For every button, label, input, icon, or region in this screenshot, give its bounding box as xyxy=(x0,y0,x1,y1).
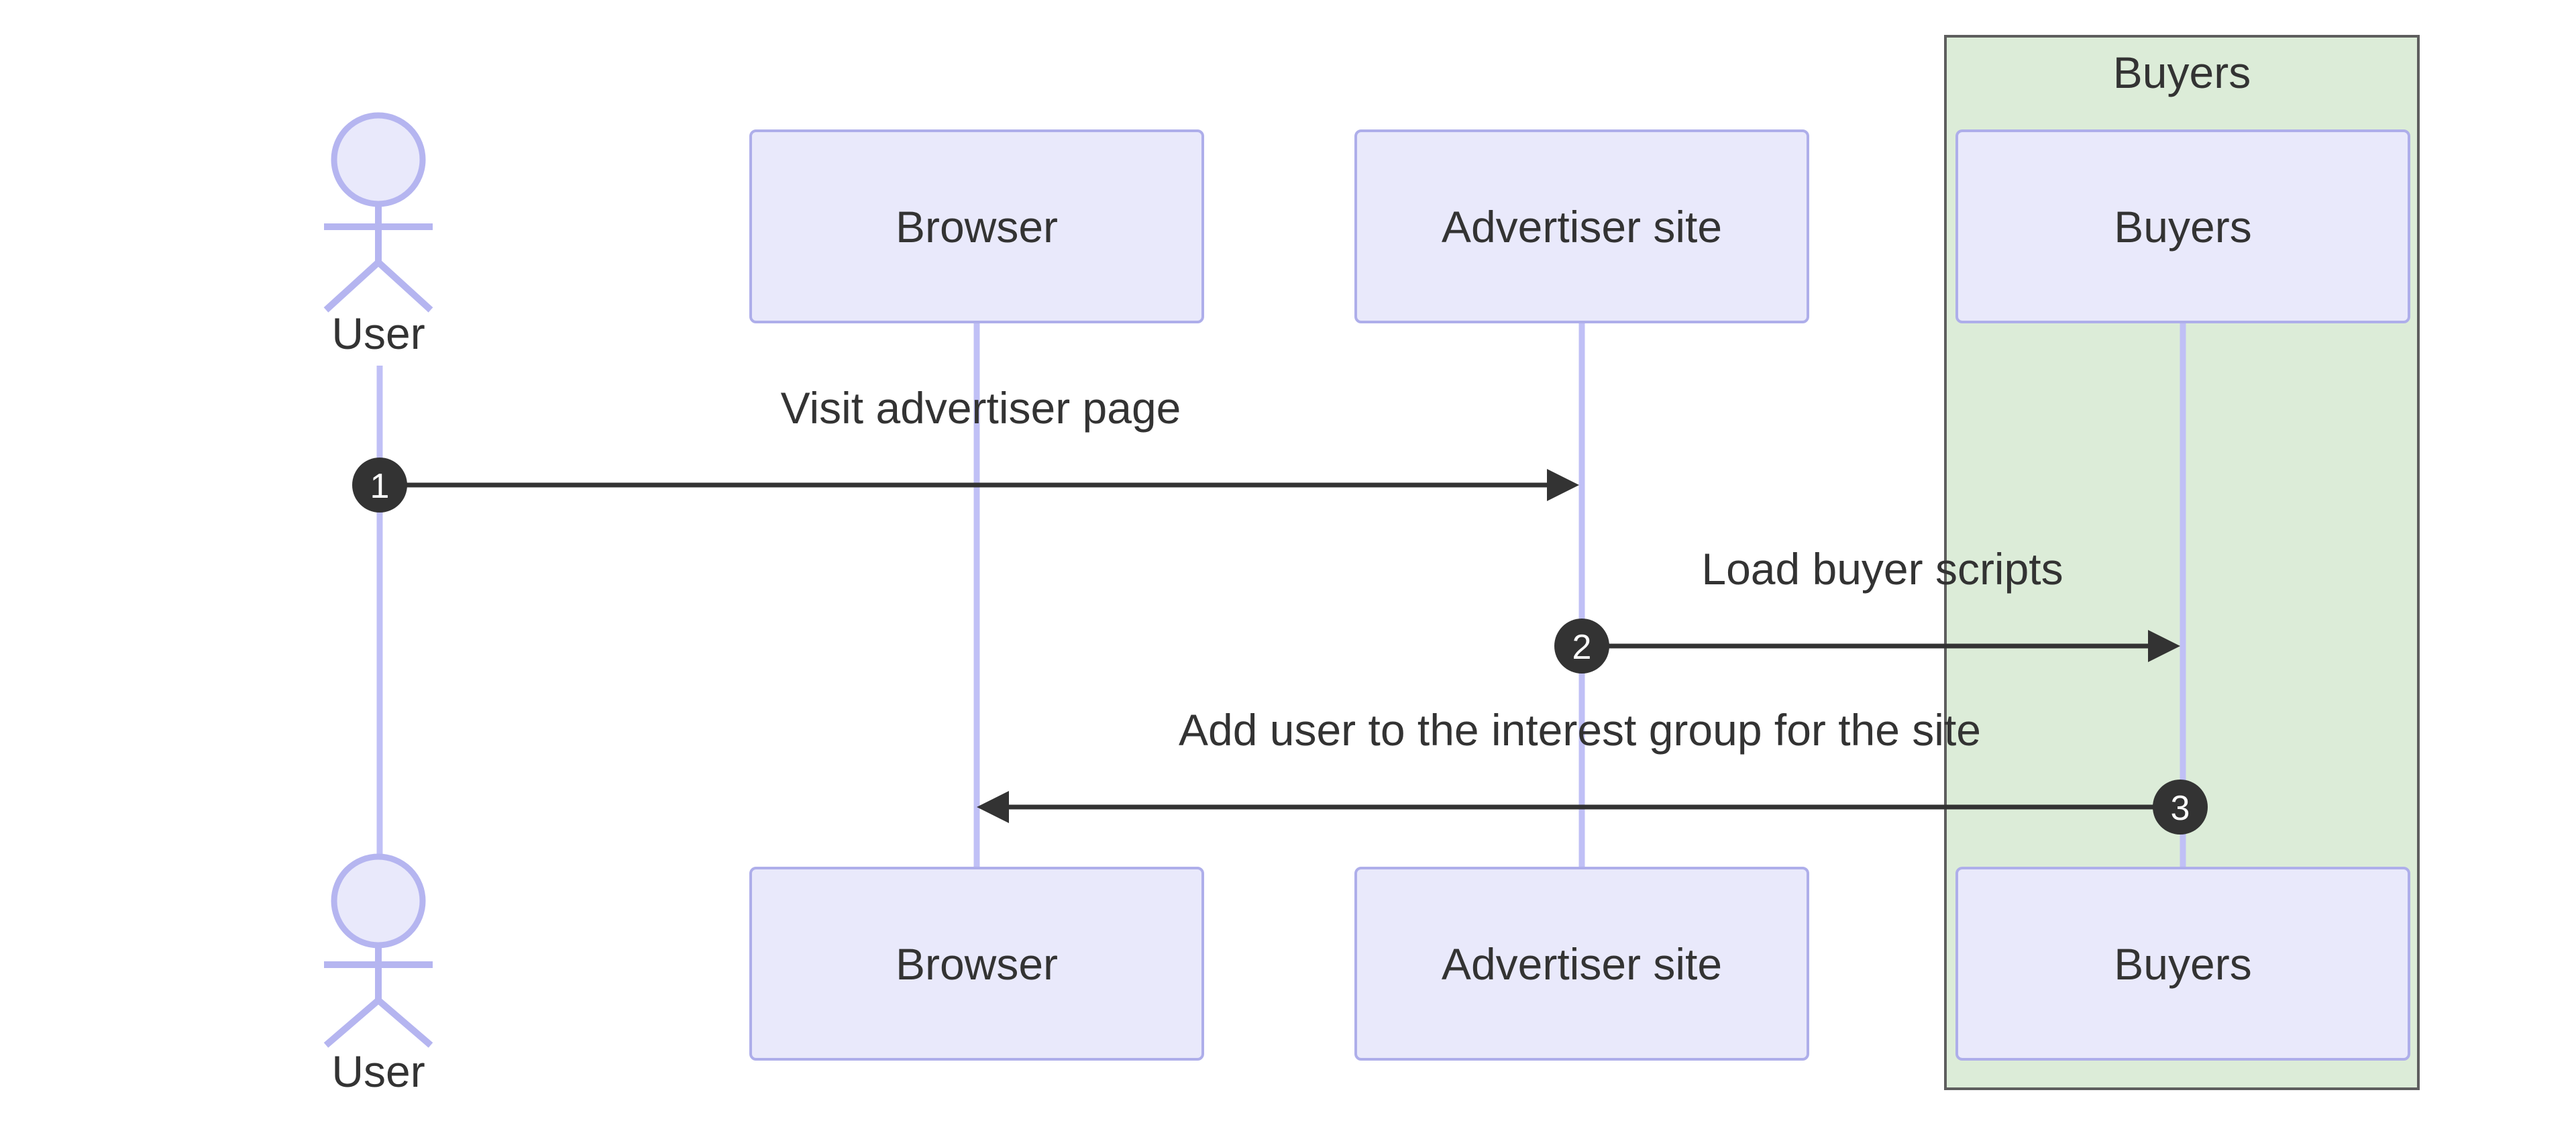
participant-buyers-bottom: Buyers xyxy=(1955,867,2410,1061)
user-actor-figure-top xyxy=(323,112,433,313)
message-1-number: 1 xyxy=(370,467,390,506)
participant-browser-top: Browser xyxy=(749,129,1204,323)
actor-right-leg-top xyxy=(376,260,433,313)
message-3-text: Add user to the interest group for the s… xyxy=(1178,705,1982,755)
participant-advertiser-site-top-label: Advertiser site xyxy=(1441,201,1723,252)
message-2-arrow: 2 xyxy=(1554,619,2180,674)
message-2-number: 2 xyxy=(1572,628,1592,667)
message-3-number-badge xyxy=(2153,780,2208,835)
message-3-arrow: 3 xyxy=(977,780,2208,835)
user-actor-figure-bottom xyxy=(323,853,433,1048)
participant-browser-bottom-label: Browser xyxy=(895,939,1059,989)
user-actor-label-top: User xyxy=(331,309,425,358)
participant-browser-bottom: Browser xyxy=(749,867,1204,1061)
message-1-number-badge xyxy=(352,458,407,513)
buyers-group-title: Buyers xyxy=(2112,48,2251,97)
actor-left-leg-bottom xyxy=(323,998,381,1048)
message-2-number-badge xyxy=(1554,619,1609,674)
participant-buyers-top: Buyers xyxy=(1955,129,2410,323)
message-1-arrow: 1 xyxy=(352,458,1579,513)
participant-browser-top-label: Browser xyxy=(895,201,1059,252)
message-3-number: 3 xyxy=(2171,789,2190,828)
message-1-text: Visit advertiser page xyxy=(780,383,1181,433)
actor-head-top xyxy=(331,112,426,207)
message-2-text: Load buyer scripts xyxy=(1701,544,2063,594)
arrowhead-right-icon xyxy=(2148,630,2180,662)
participant-advertiser-site-top: Advertiser site xyxy=(1354,129,1809,323)
arrowhead-left-icon xyxy=(977,791,1009,823)
actor-left-leg-top xyxy=(323,260,381,313)
actor-right-leg-bottom xyxy=(376,998,433,1048)
actor-head-bottom xyxy=(331,853,426,949)
participant-buyers-top-label: Buyers xyxy=(2114,201,2252,252)
participant-advertiser-site-bottom-label: Advertiser site xyxy=(1441,939,1723,989)
participant-buyers-bottom-label: Buyers xyxy=(2114,939,2252,989)
participant-advertiser-site-bottom: Advertiser site xyxy=(1354,867,1809,1061)
arrowhead-right-icon xyxy=(1547,469,1579,501)
user-actor-label-bottom: User xyxy=(331,1047,425,1096)
